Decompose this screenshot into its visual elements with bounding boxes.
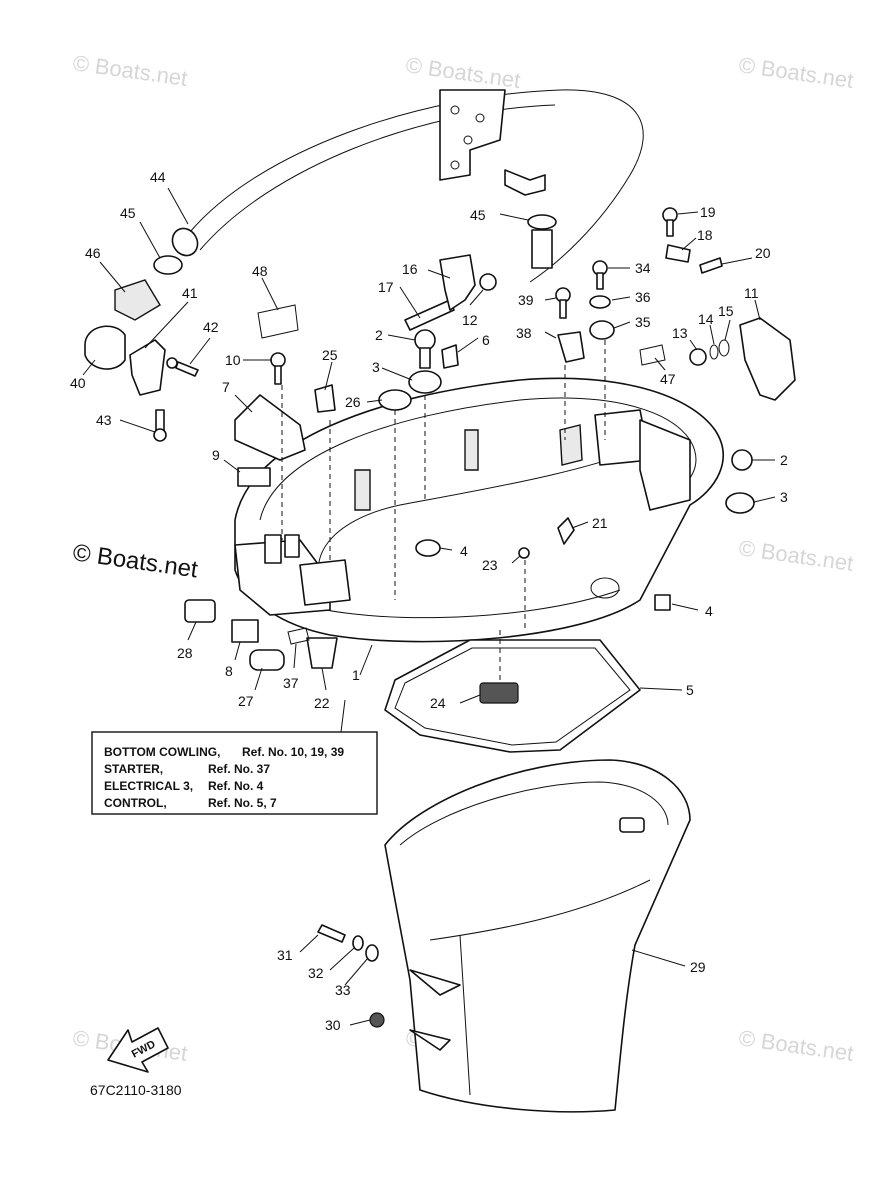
callout-25: 25 bbox=[322, 347, 338, 363]
callout-27: 27 bbox=[238, 693, 254, 709]
callout-12: 12 bbox=[462, 312, 478, 328]
callout-36: 36 bbox=[635, 289, 651, 305]
watermark: © Boats.net bbox=[737, 1025, 855, 1066]
legend-ref-4: Ref. No. 5, 7 bbox=[208, 796, 277, 810]
diagram-code: 67C2110-3180 bbox=[90, 1082, 182, 1098]
callout-8: 8 bbox=[225, 663, 233, 679]
callout-46: 46 bbox=[85, 245, 101, 261]
callout-44: 44 bbox=[150, 169, 166, 185]
callout-45: 45 bbox=[120, 205, 136, 221]
callout-17: 17 bbox=[378, 279, 394, 295]
callout-23: 23 bbox=[482, 557, 498, 573]
callout-18: 18 bbox=[697, 227, 713, 243]
reference-legend: BOTTOM COWLING, Ref. No. 10, 19, 39 STAR… bbox=[91, 731, 378, 815]
callout-15: 15 bbox=[718, 303, 734, 319]
callout-6: 6 bbox=[482, 332, 490, 348]
legend-label-1: BOTTOM COWLING, bbox=[104, 745, 220, 759]
watermark: © Boats.net bbox=[71, 50, 189, 91]
callout-4-right: 4 bbox=[705, 603, 713, 619]
callout-10: 10 bbox=[225, 352, 241, 368]
callout-4-left: 4 bbox=[460, 543, 468, 559]
callout-39: 39 bbox=[518, 292, 534, 308]
callout-41: 41 bbox=[182, 285, 198, 301]
callout-21: 21 bbox=[592, 515, 608, 531]
callout-37: 37 bbox=[283, 675, 299, 691]
watermark: © Boats.net bbox=[737, 535, 855, 576]
lower-apron bbox=[384, 759, 691, 1113]
callout-29: 29 bbox=[690, 959, 706, 975]
watermark: © Boats.net bbox=[737, 52, 855, 93]
watermark: © Boats.net bbox=[404, 52, 522, 93]
callout-3-upper: 3 bbox=[372, 359, 380, 375]
callout-3-right: 3 bbox=[780, 489, 788, 505]
callout-5: 5 bbox=[686, 682, 694, 698]
callout-34: 34 bbox=[635, 260, 651, 276]
legend-label-2: STARTER, bbox=[104, 762, 163, 776]
callout-26: 26 bbox=[345, 394, 361, 410]
legend-label-3: ELECTRICAL 3, bbox=[104, 779, 193, 793]
callout-47: 47 bbox=[660, 371, 676, 387]
callout-48: 48 bbox=[252, 263, 268, 279]
callout-35: 35 bbox=[635, 314, 651, 330]
callout-2-upper: 2 bbox=[375, 327, 383, 343]
callout-24: 24 bbox=[430, 695, 446, 711]
callout-2-right: 2 bbox=[780, 452, 788, 468]
callout-43: 43 bbox=[96, 412, 112, 428]
legend-ref-1: Ref. No. 10, 19, 39 bbox=[242, 745, 344, 759]
callout-45-upper: 45 bbox=[470, 207, 486, 223]
legend-label-4: CONTROL, bbox=[104, 796, 167, 810]
legend-ref-2: Ref. No. 37 bbox=[208, 762, 270, 776]
legend-ref-3: Ref. No. 4 bbox=[208, 779, 264, 793]
bottom-cowling bbox=[234, 377, 724, 643]
callout-33: 33 bbox=[335, 982, 351, 998]
fwd-arrow-icon: FWD bbox=[107, 1027, 169, 1073]
callout-22: 22 bbox=[314, 695, 330, 711]
callout-11: 11 bbox=[744, 285, 759, 301]
callout-9: 9 bbox=[212, 447, 220, 463]
watermark-prominent: © Boats.net bbox=[71, 539, 200, 583]
callout-20: 20 bbox=[755, 245, 771, 261]
callout-13: 13 bbox=[672, 325, 688, 341]
callout-labels: 44 45 46 41 42 40 43 10 7 9 48 25 26 3 2… bbox=[70, 169, 788, 1033]
leader-lines bbox=[82, 187, 776, 1026]
callout-31: 31 bbox=[277, 947, 293, 963]
callout-16: 16 bbox=[402, 261, 418, 277]
callout-32: 32 bbox=[308, 965, 324, 981]
callout-30: 30 bbox=[325, 1017, 341, 1033]
callout-28: 28 bbox=[177, 645, 193, 661]
callout-40: 40 bbox=[70, 375, 86, 391]
callout-7: 7 bbox=[222, 379, 230, 395]
callout-42: 42 bbox=[203, 319, 219, 335]
callout-38: 38 bbox=[516, 325, 532, 341]
callout-19: 19 bbox=[700, 204, 716, 220]
top-cowling-hose bbox=[171, 89, 644, 283]
callout-1: 1 bbox=[352, 667, 360, 683]
callout-14: 14 bbox=[698, 311, 714, 327]
